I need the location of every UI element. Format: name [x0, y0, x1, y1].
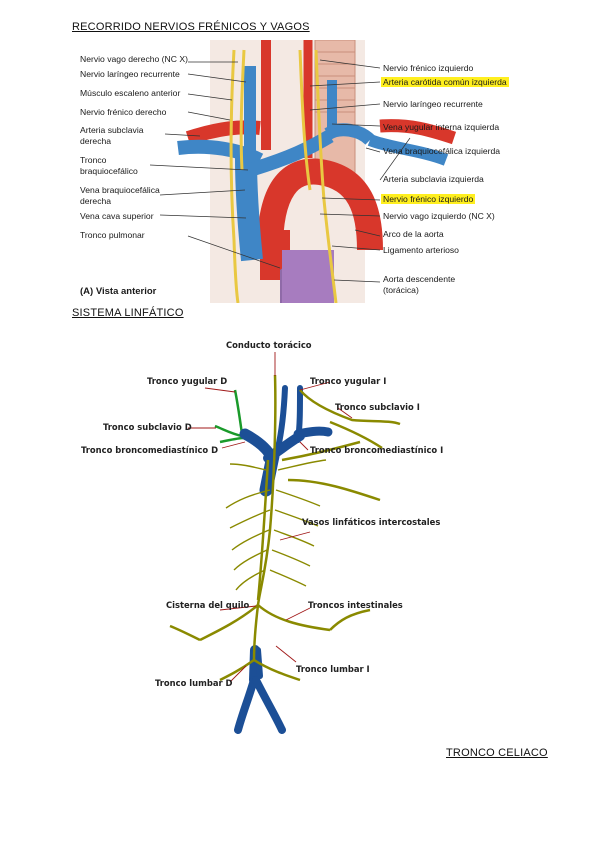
heading-nervios-frenicos: RECORRIDO NERVIOS FRÉNICOS Y VAGOS [72, 21, 310, 33]
label-tronco-lumbar-i: Tronco lumbar I [296, 664, 370, 674]
label-vena-cava-superior: Vena cava superior [80, 211, 154, 221]
label-vena-braquiocefalica-der-2: derecha [80, 196, 111, 206]
label-conducto-toracico: Conducto torácico [226, 340, 312, 350]
label-tronco-yugular-i: Tronco yugular I [310, 376, 386, 386]
label-ligamento-arterioso: Ligamento arterioso [383, 245, 459, 255]
label-aorta-descendente: Aorta descendente [383, 274, 455, 284]
label-nervio-frenico-derecho: Nervio frénico derecho [80, 107, 166, 117]
label-vena-braquiocefalica-izq: Vena braquiocefálica izquierda [383, 146, 500, 156]
label-arteria-subclavia-izq: Arteria subclavia izquierda [383, 174, 484, 184]
label-tronco-lumbar-d: Tronco lumbar D [155, 678, 232, 688]
label-vena-yugular-interna-izq: Vena yugular interna izquierda [383, 122, 499, 132]
lymphatic-illustration [70, 330, 510, 740]
label-vena-braquiocefalica-der: Vena braquiocefálica [80, 185, 160, 195]
label-nervio-laringeo-recurrente-der: Nervio laríngeo recurrente [80, 69, 180, 79]
label-troncos-intestinales: Troncos intestinales [308, 600, 403, 610]
label-cisterna-del-quilo: Cisterna del quilo [166, 600, 249, 610]
label-arteria-subclavia-der: Arteria subclavia [80, 125, 144, 135]
label-tronco-yugular-d: Tronco yugular D [147, 376, 227, 386]
label-nervio-laringeo-recurrente-izq: Nervio laríngeo recurrente [383, 99, 483, 109]
label-nervio-vago-izq: Nervio vago izquierdo (NC X) [383, 211, 495, 221]
label-tronco-broncomediastinico-d: Tronco broncomediastínico D [81, 445, 218, 455]
label-nervio-vago-derecho: Nervio vago derecho (NC X) [80, 54, 188, 64]
label-nervio-frenico-izq-top: Nervio frénico izquierdo [383, 63, 473, 73]
label-musculo-escaleno: Músculo escaleno anterior [80, 88, 180, 98]
label-arco-aorta: Arco de la aorta [383, 229, 444, 239]
label-nervio-frenico-izq: Nervio frénico izquierdo [381, 194, 475, 204]
label-arteria-subclavia-der-2: derecha [80, 136, 111, 146]
heading-tronco-celiaco: TRONCO CELIACO [446, 747, 548, 759]
figure1-caption: (A) Vista anterior [80, 287, 156, 297]
label-aorta-toracica: (torácica) [383, 285, 419, 295]
figure-nervios-frenicos-vagos: Nervio vago derecho (NC X) Nervio laríng… [70, 40, 552, 303]
label-tronco-broncomediastinico-i: Tronco broncomediastínico I [310, 445, 443, 455]
label-tronco-subclavio-i: Tronco subclavio I [335, 402, 420, 412]
label-braquiocefalico: braquiocefálico [80, 166, 138, 176]
heading-sistema-linfatico: SISTEMA LINFÁTICO [72, 307, 184, 319]
label-arteria-carotida-izq: Arteria carótida común izquierda [381, 77, 509, 87]
label-vasos-linfaticos-intercostales: Vasos linfáticos intercostales [302, 517, 440, 527]
label-tronco-pulmonar: Tronco pulmonar [80, 230, 145, 240]
label-tronco: Tronco [80, 155, 106, 165]
label-tronco-subclavio-d: Tronco subclavio D [103, 422, 192, 432]
figure-sistema-linfatico: Conducto torácico Tronco yugular D Tronc… [70, 330, 510, 740]
